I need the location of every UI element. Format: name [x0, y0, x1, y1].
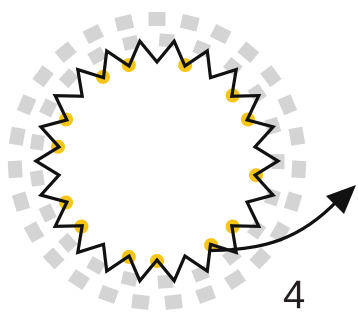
- outer-tile: [237, 41, 259, 63]
- inner-tile: [58, 233, 78, 253]
- outer-tile: [180, 14, 200, 32]
- outer-tile: [8, 160, 23, 178]
- inner-tile: [59, 68, 79, 88]
- inner-tile: [30, 134, 45, 151]
- outer-tile: [12, 192, 30, 212]
- outer-tile: [98, 285, 119, 304]
- outer-tile: [55, 41, 77, 63]
- outer-tile: [284, 192, 302, 212]
- inner-tile: [30, 170, 45, 187]
- outer-tile: [149, 12, 166, 26]
- outer-tile: [17, 94, 37, 115]
- outer-tile: [195, 285, 216, 304]
- outer-tile: [24, 221, 45, 243]
- inner-tile: [39, 203, 57, 222]
- inner-tile-ring: [30, 33, 285, 288]
- outer-tile: [224, 269, 246, 290]
- outer-tile: [114, 14, 134, 32]
- outer-tile: [83, 24, 104, 44]
- outer-tile: [249, 247, 271, 269]
- outer-tile: [131, 294, 150, 310]
- outer-tile: [68, 269, 90, 290]
- outer-tile: [291, 160, 306, 178]
- outer-tile: [278, 94, 298, 115]
- outer-tile: [288, 127, 305, 146]
- yellow-dots: [51, 58, 263, 268]
- outer-tile: [43, 247, 65, 269]
- inner-tile: [86, 256, 106, 275]
- outer-tile: [32, 65, 53, 87]
- outer-tile: [260, 65, 281, 87]
- outer-tile: [9, 127, 26, 146]
- panel-number: 4: [283, 275, 305, 315]
- outer-tile: [164, 294, 183, 310]
- inner-tile: [39, 98, 57, 117]
- outer-tile: [210, 24, 231, 44]
